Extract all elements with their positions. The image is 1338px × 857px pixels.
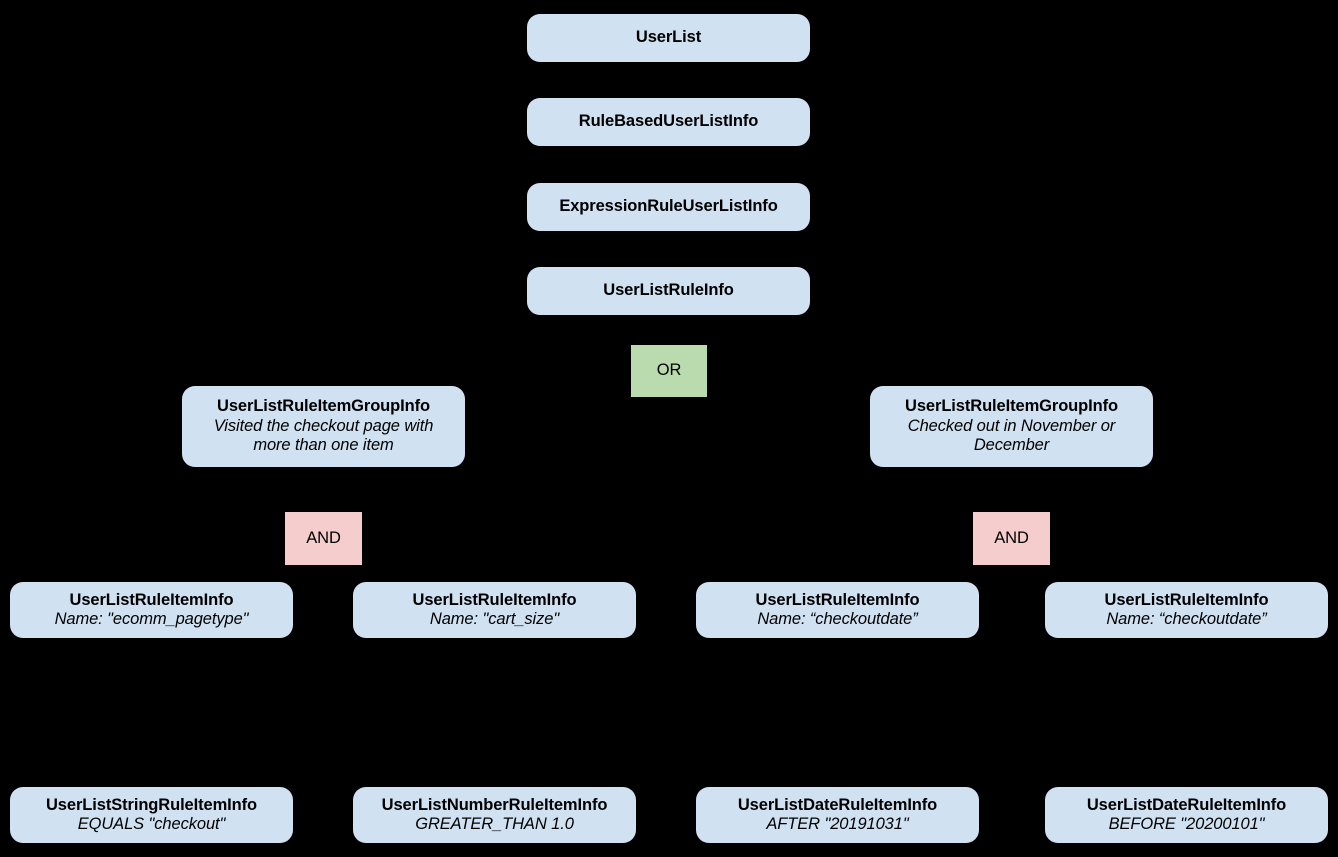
node-title: AND: [994, 528, 1029, 547]
node-expression-rule-user-list-info[interactable]: ExpressionRuleUserListInfo: [527, 183, 810, 231]
node-rule-item-info-3[interactable]: UserListRuleItemInfo Name: “checkoutdate…: [696, 582, 979, 638]
node-title: UserListStringRuleItemInfo: [45, 795, 257, 814]
node-subtitle: Name: "ecomm_pagetype": [54, 610, 249, 628]
node-subtitle-line1: Visited the checkout page with: [213, 416, 434, 435]
node-subtitle: Name: "cart_size": [429, 610, 560, 628]
node-subtitle-line2: more than one item: [253, 436, 394, 455]
node-typed-rule-item-3[interactable]: UserListDateRuleItemInfo AFTER "20191031…: [696, 787, 979, 843]
node-title: UserListRuleInfo: [603, 281, 734, 300]
node-title: UserListDateRuleItemInfo: [1086, 795, 1287, 814]
node-title: AND: [306, 528, 341, 547]
node-title: UserListRuleItemInfo: [755, 590, 920, 609]
node-title: ExpressionRuleUserListInfo: [559, 197, 778, 216]
node-typed-rule-item-1[interactable]: UserListStringRuleItemInfo EQUALS "check…: [10, 787, 293, 843]
node-or-operator[interactable]: OR: [631, 345, 707, 397]
node-rule-item-info-2[interactable]: UserListRuleItemInfo Name: "cart_size": [353, 582, 636, 638]
node-subtitle: AFTER "20191031": [766, 815, 909, 833]
node-rule-based-user-list-info[interactable]: RuleBasedUserListInfo: [527, 98, 810, 146]
node-user-list[interactable]: UserList: [527, 14, 810, 62]
node-rule-item-info-1[interactable]: UserListRuleItemInfo Name: "ecomm_pagety…: [10, 582, 293, 638]
node-title: UserListRuleItemGroupInfo: [905, 397, 1118, 416]
node-rule-item-info-4[interactable]: UserListRuleItemInfo Name: “checkoutdate…: [1045, 582, 1328, 638]
node-subtitle-line1: Checked out in November or: [907, 416, 1116, 435]
node-subtitle-line2: December: [973, 436, 1050, 455]
node-title: UserListRuleItemInfo: [1104, 590, 1269, 609]
node-typed-rule-item-4[interactable]: UserListDateRuleItemInfo BEFORE "2020010…: [1045, 787, 1328, 843]
node-title: UserListRuleItemGroupInfo: [217, 397, 430, 416]
node-group-right[interactable]: UserListRuleItemGroupInfo Checked out in…: [870, 386, 1153, 467]
node-subtitle: Name: “checkoutdate”: [1106, 610, 1267, 628]
node-and-operator-left[interactable]: AND: [285, 512, 362, 565]
node-typed-rule-item-2[interactable]: UserListNumberRuleItemInfo GREATER_THAN …: [353, 787, 636, 843]
node-subtitle: GREATER_THAN 1.0: [415, 815, 574, 833]
node-subtitle: Name: “checkoutdate”: [757, 610, 918, 628]
node-subtitle: EQUALS "checkout": [77, 815, 226, 833]
node-title: UserList: [635, 28, 702, 47]
node-title: UserListDateRuleItemInfo: [737, 795, 938, 814]
node-title: UserListNumberRuleItemInfo: [381, 795, 608, 814]
node-title: UserListRuleItemInfo: [69, 590, 234, 609]
node-user-list-rule-info[interactable]: UserListRuleInfo: [527, 267, 810, 315]
node-title: UserListRuleItemInfo: [412, 590, 577, 609]
node-group-left[interactable]: UserListRuleItemGroupInfo Visited the ch…: [182, 386, 465, 467]
node-and-operator-right[interactable]: AND: [973, 512, 1050, 565]
node-subtitle: BEFORE "20200101": [1108, 815, 1265, 833]
node-title: RuleBasedUserListInfo: [578, 112, 759, 131]
node-title: OR: [656, 361, 682, 380]
